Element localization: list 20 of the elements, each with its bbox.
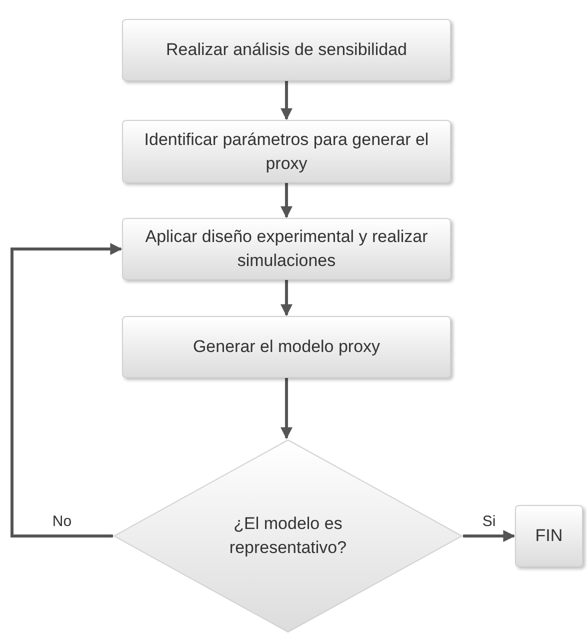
decision-text: ¿El modelo es representativo? (228, 513, 348, 559)
edge-label: Si (482, 512, 496, 532)
arrow (280, 183, 292, 218)
box-text: Aplicar diseño experimental y realizar simulaciones (144, 226, 429, 272)
arrow (280, 280, 292, 316)
arrow (280, 81, 292, 120)
box-text: Generar el modelo proxy (192, 336, 380, 358)
arrow (463, 530, 516, 542)
arrow (10, 243, 122, 538)
process-box (122, 19, 451, 81)
process-box (515, 505, 583, 567)
edge-label: No (52, 512, 72, 532)
arrow (280, 378, 292, 440)
decision-diamond (113, 439, 463, 633)
box-text: Realizar análisis de sensibilidad (166, 39, 407, 61)
process-box (122, 218, 451, 280)
process-box (122, 316, 451, 378)
box-text: FIN (535, 525, 563, 547)
box-text: Identificar parámetros para generar el proxy (143, 128, 430, 174)
process-box (122, 120, 451, 183)
